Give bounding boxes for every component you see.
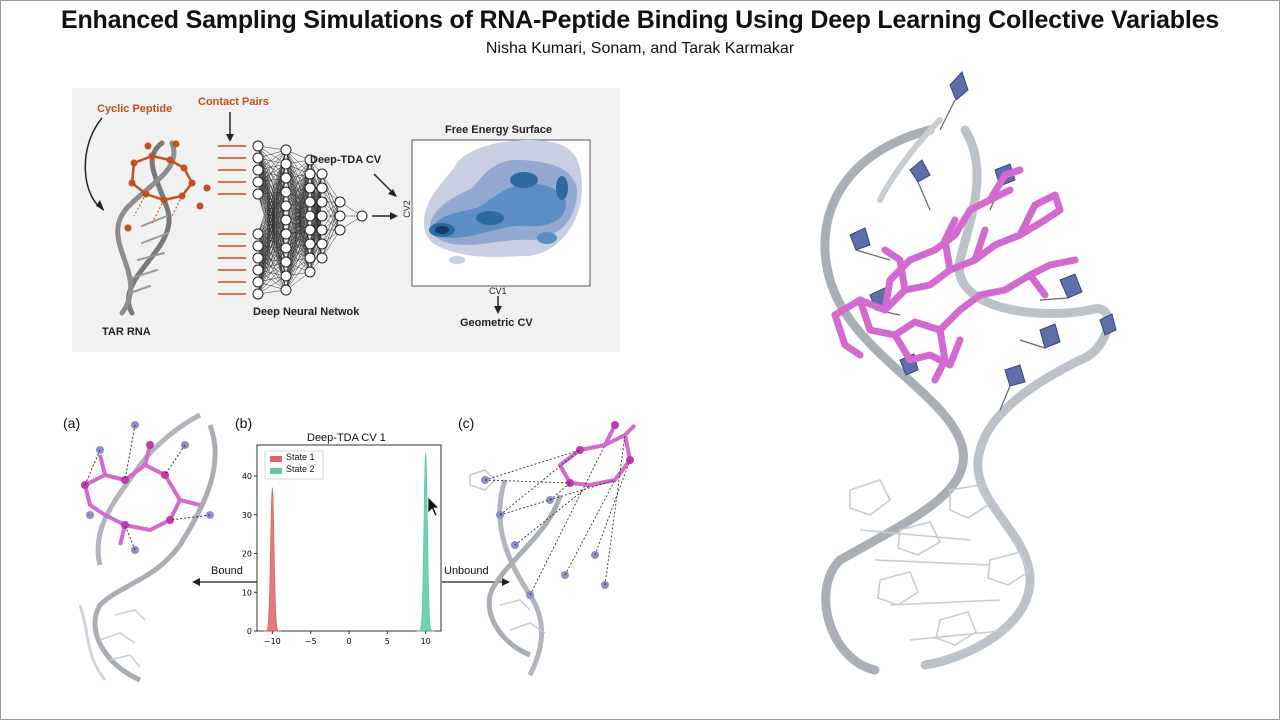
network-node (252, 228, 264, 240)
x-tick-label: −5 (305, 637, 317, 646)
cyclic-peptide-illustration (124, 140, 211, 232)
panel-a-label: (a) (63, 415, 81, 431)
network-node (280, 256, 292, 268)
network-node (280, 228, 292, 240)
network-node (252, 276, 264, 288)
network-node (316, 168, 328, 180)
network-node (316, 196, 328, 208)
network-node (304, 210, 316, 222)
network-node (316, 238, 328, 250)
results-figure: −10 −5 0 5 10 0 10 20 30 40 (60, 405, 640, 695)
free-energy-surface-plot (411, 139, 591, 287)
x-tick-label: 10 (421, 637, 431, 646)
free-energy-surface-label: Free Energy Surface (445, 124, 552, 136)
y-tick-label: 40 (242, 472, 252, 481)
legend-state-2: State 2 (286, 464, 315, 474)
network-node (280, 172, 292, 184)
x-tick-label: −10 (264, 637, 281, 646)
tar-rna-label: TAR RNA (102, 326, 151, 338)
network-node (304, 168, 316, 180)
network-node (252, 240, 264, 252)
network-node (316, 182, 328, 194)
network-node (252, 140, 264, 152)
contact-pairs-label: Contact Pairs (198, 96, 269, 108)
bound-label: Bound (211, 565, 243, 577)
network-node (334, 210, 346, 222)
cv1-axis-label: CV1 (489, 286, 507, 296)
network-node (280, 242, 292, 254)
contact-pair-arrows (218, 145, 246, 295)
tar-rna-illustration (115, 140, 177, 316)
unbound-complex-structure (469, 421, 637, 677)
network-node (316, 210, 328, 222)
network-node (304, 196, 316, 208)
deep-neural-network-diagram (252, 140, 368, 300)
network-node (280, 214, 292, 226)
network-node (334, 224, 346, 236)
network-node (316, 252, 328, 264)
cyclic-peptide-label: Cyclic Peptide (97, 103, 173, 115)
network-node (304, 252, 316, 264)
workflow-figure: Cyclic Peptide Contact Pairs TAR RNA Dee… (72, 88, 620, 352)
unbound-label: Unbound (444, 565, 489, 577)
network-node (252, 188, 264, 200)
molecular-structure-illustration (820, 71, 1117, 675)
peptide-pointer-arrow (84, 117, 105, 211)
y-tick-label: 20 (242, 550, 252, 559)
network-node (252, 252, 264, 264)
network-node (316, 224, 328, 236)
network-node (304, 224, 316, 236)
rna-peptide-complex-render (790, 60, 1140, 700)
network-node (252, 264, 264, 276)
panel-c-label: (c) (458, 415, 475, 431)
histogram-series-1 (263, 487, 281, 632)
deep-neural-network-label: Deep Neural Netwok (253, 306, 360, 318)
network-node (280, 144, 292, 156)
network-node (280, 158, 292, 170)
network-node (252, 164, 264, 176)
x-tick-label: 0 (346, 637, 351, 646)
network-node (334, 196, 346, 208)
y-tick-label: 10 (242, 588, 252, 597)
mouse-cursor-icon (427, 496, 440, 517)
histogram-title: Deep-TDA CV 1 (307, 432, 386, 444)
network-node (280, 186, 292, 198)
network-node (280, 284, 292, 296)
y-tick-label: 0 (247, 627, 252, 636)
results-illustrations: −10 −5 0 5 10 0 10 20 30 40 (78, 412, 637, 683)
workflow-diagram (84, 112, 591, 316)
geometric-cv-label: Geometric CV (460, 317, 533, 329)
network-node (304, 154, 316, 166)
slide-title: Enhanced Sampling Simulations of RNA-Pep… (61, 6, 1219, 34)
deep-tda-cv-label: Deep-TDA CV (310, 154, 382, 166)
histogram-series-2 (417, 452, 435, 632)
network-node (252, 152, 264, 164)
x-tick-label: 5 (385, 637, 390, 646)
network-node (304, 238, 316, 250)
network-node (252, 288, 264, 300)
network-node (252, 176, 264, 188)
deep-tda-cv-histogram: −10 −5 0 5 10 0 10 20 30 40 (242, 444, 442, 646)
slide-authors: Nisha Kumari, Sonam, and Tarak Karmakar (485, 40, 795, 57)
bound-complex-structure (78, 412, 218, 683)
legend-state-1: State 1 (286, 452, 315, 462)
network-node (304, 182, 316, 194)
cv2-axis-label: CV2 (401, 200, 412, 218)
network-node (304, 266, 316, 278)
panel-b-label: (b) (235, 415, 253, 431)
network-node (280, 270, 292, 282)
network-node (280, 200, 292, 212)
y-tick-label: 30 (242, 511, 252, 520)
network-node (356, 210, 368, 222)
peptide-sticks (831, 166, 1079, 384)
